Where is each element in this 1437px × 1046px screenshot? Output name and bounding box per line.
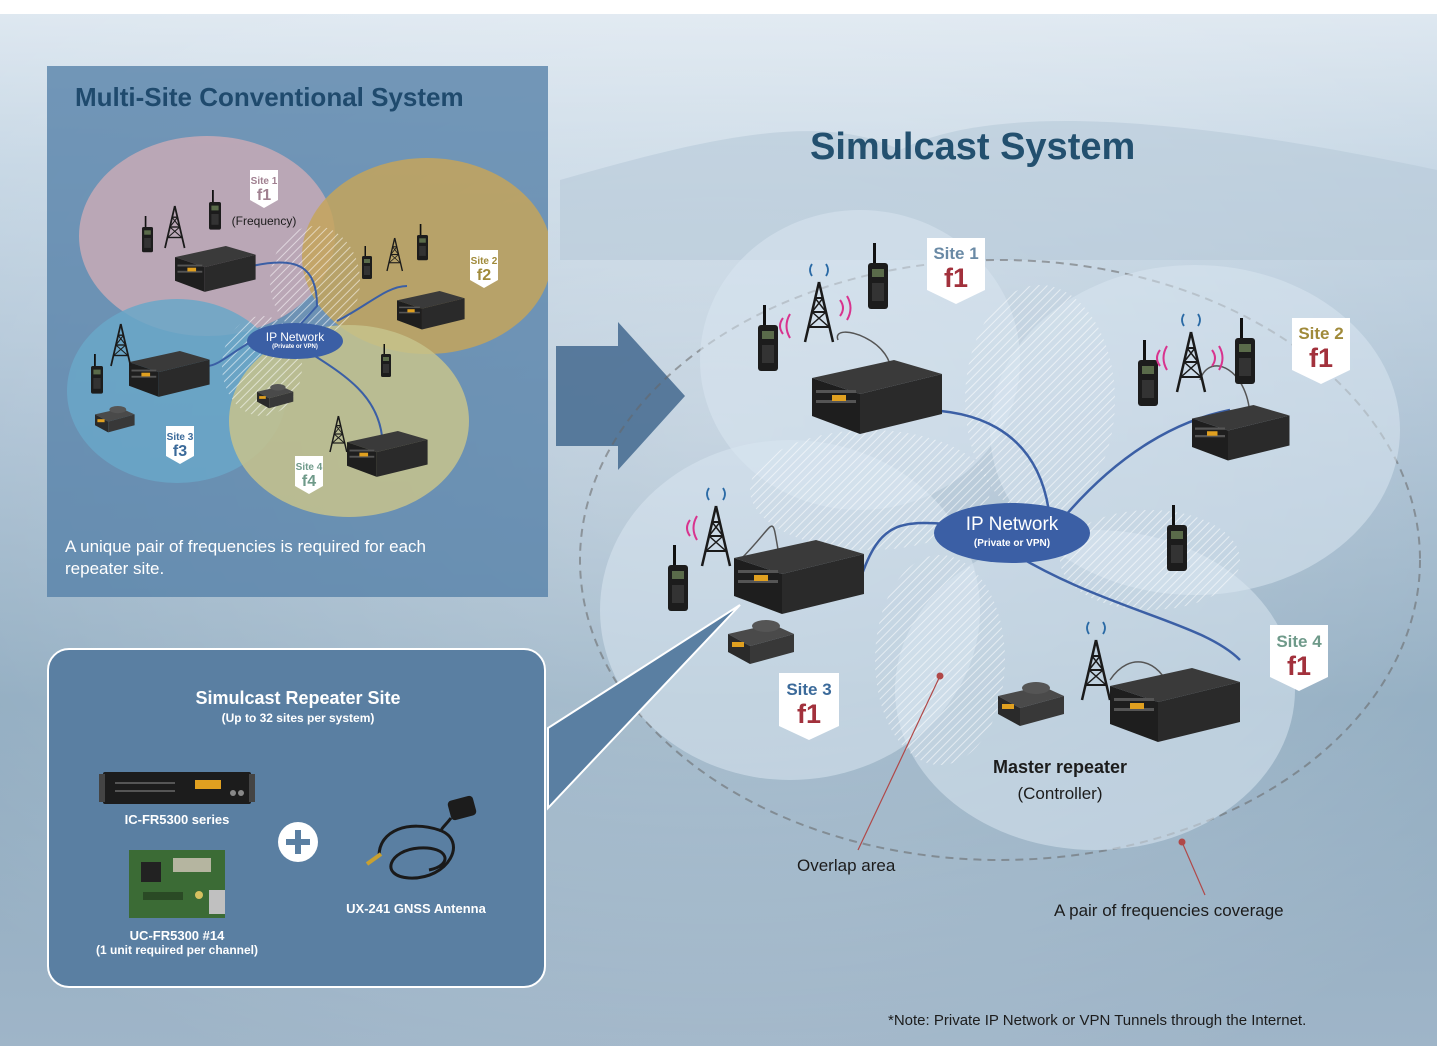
item1-label: IC-FR5300 series [124, 812, 230, 827]
coverage-callout-line [1181, 841, 1206, 896]
repeater-site-subtitle: (Up to 32 sites per system) [221, 711, 375, 725]
ms-site2-label: Site 2 [470, 256, 498, 267]
ms-site4-label: Site 4 [295, 462, 323, 473]
ip-network-label: IP Network [965, 514, 1059, 535]
ic-fr5300-icon [99, 772, 255, 804]
repeater-site-box: Simulcast Repeater Site (Up to 32 sites … [47, 648, 546, 988]
overlap-area-label: Overlap area [797, 856, 896, 875]
coverage-outline [579, 259, 1421, 861]
site3-marker [779, 673, 839, 740]
site2-label: Site 2 [1298, 324, 1344, 343]
ms-site3-freq: f3 [172, 443, 188, 460]
item2-sub: (1 unit required per channel) [95, 943, 259, 957]
overlap-hatch [965, 285, 1115, 515]
site4-marker [1270, 625, 1328, 691]
site1-marker [927, 238, 985, 304]
ms-site2-freq: f2 [476, 267, 492, 284]
ip-network-sub: (Private or VPN) [973, 538, 1051, 549]
multi-site-diagram [67, 136, 548, 517]
simulcast-title: Simulcast System [810, 126, 1136, 168]
site2-freq: f1 [1308, 343, 1334, 373]
site3-freq: f1 [796, 699, 822, 729]
ms-ip-network-label: IP Network [265, 330, 325, 344]
site4-label: Site 4 [1276, 632, 1322, 651]
item2-label: UC-FR5300 #14 [129, 928, 225, 943]
overlap-hatch [1060, 510, 1240, 610]
overlap-callout-line [857, 675, 941, 851]
coverage-label: A pair of frequencies coverage [1054, 901, 1284, 920]
ms-site1-label: Site 1 [250, 176, 278, 187]
site1-freq: f1 [943, 263, 969, 293]
master-repeater-sub: (Controller) [1017, 784, 1103, 803]
ms-site1-freq: f1 [256, 187, 272, 204]
repeater-site-equipment [99, 772, 477, 918]
plus-icon [278, 822, 318, 862]
site4-freq: f1 [1286, 651, 1312, 681]
master-repeater-label: Master repeater [992, 757, 1128, 777]
ms-site4-freq: f4 [301, 473, 317, 490]
multi-site-panel: Multi-Site Conventional System [47, 66, 548, 597]
transition-arrow [556, 322, 685, 470]
repeater-site-callout [547, 604, 741, 811]
radio-wave-icon [686, 295, 1224, 541]
antenna-signal-icon [706, 263, 1201, 635]
multi-site-title: Multi-Site Conventional System [75, 82, 464, 112]
site3-label: Site 3 [786, 680, 832, 699]
multi-site-caption: A unique pair of frequencies is required… [65, 537, 427, 578]
ms-site3-label: Site 3 [166, 432, 194, 443]
overlap-hatch [875, 555, 1005, 765]
footnote: *Note: Private IP Network or VPN Tunnels… [888, 1012, 1307, 1029]
ip-network-cloud [934, 503, 1090, 563]
site2-marker [1292, 318, 1350, 384]
site1-label: Site 1 [933, 244, 979, 263]
uc-fr5300-board-icon [129, 850, 225, 918]
ms-ip-network-sub: (Private or VPN) [272, 344, 318, 350]
overlap-hatch [750, 430, 990, 550]
item3-label: UX-241 GNSS Antenna [346, 901, 486, 916]
repeater-site-title: Simulcast Repeater Site [195, 688, 401, 708]
ms-frequency-note: (Frequency) [231, 214, 297, 228]
gnss-antenna-icon [365, 795, 477, 880]
